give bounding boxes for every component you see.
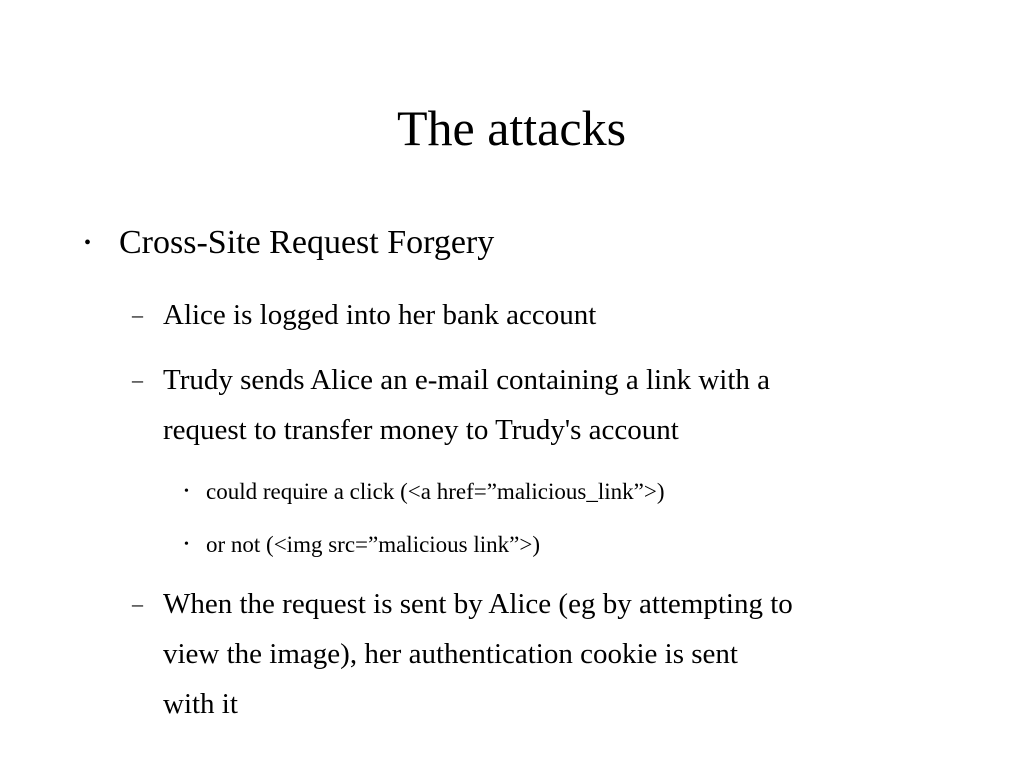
slide-title: The attacks [396, 100, 627, 156]
bullet-text: Cross-Site Request Forgery [119, 224, 495, 261]
subitem-line: with it [163, 688, 238, 720]
dash-icon: – [132, 591, 143, 616]
bullet-dot-icon: • [84, 232, 92, 254]
subsubitem-text: or not (<img src=”malicious link”>) [206, 532, 541, 557]
subitem-line: Trudy sends Alice an e-mail containing a… [163, 364, 771, 396]
subsubitem-text: could require a click (<a href=”maliciou… [206, 479, 665, 504]
subitem-line: Alice is logged into her bank account [163, 299, 597, 331]
dash-icon: – [132, 302, 143, 327]
subitem-line: view the image), her authentication cook… [163, 638, 738, 670]
bullet-dot-icon: • [184, 537, 189, 552]
dash-icon: – [132, 367, 143, 392]
bullet-dot-icon: • [184, 484, 189, 499]
subitem-line: When the request is sent by Alice (eg by… [163, 588, 793, 620]
subitem-line: request to transfer money to Trudy's acc… [163, 414, 679, 446]
